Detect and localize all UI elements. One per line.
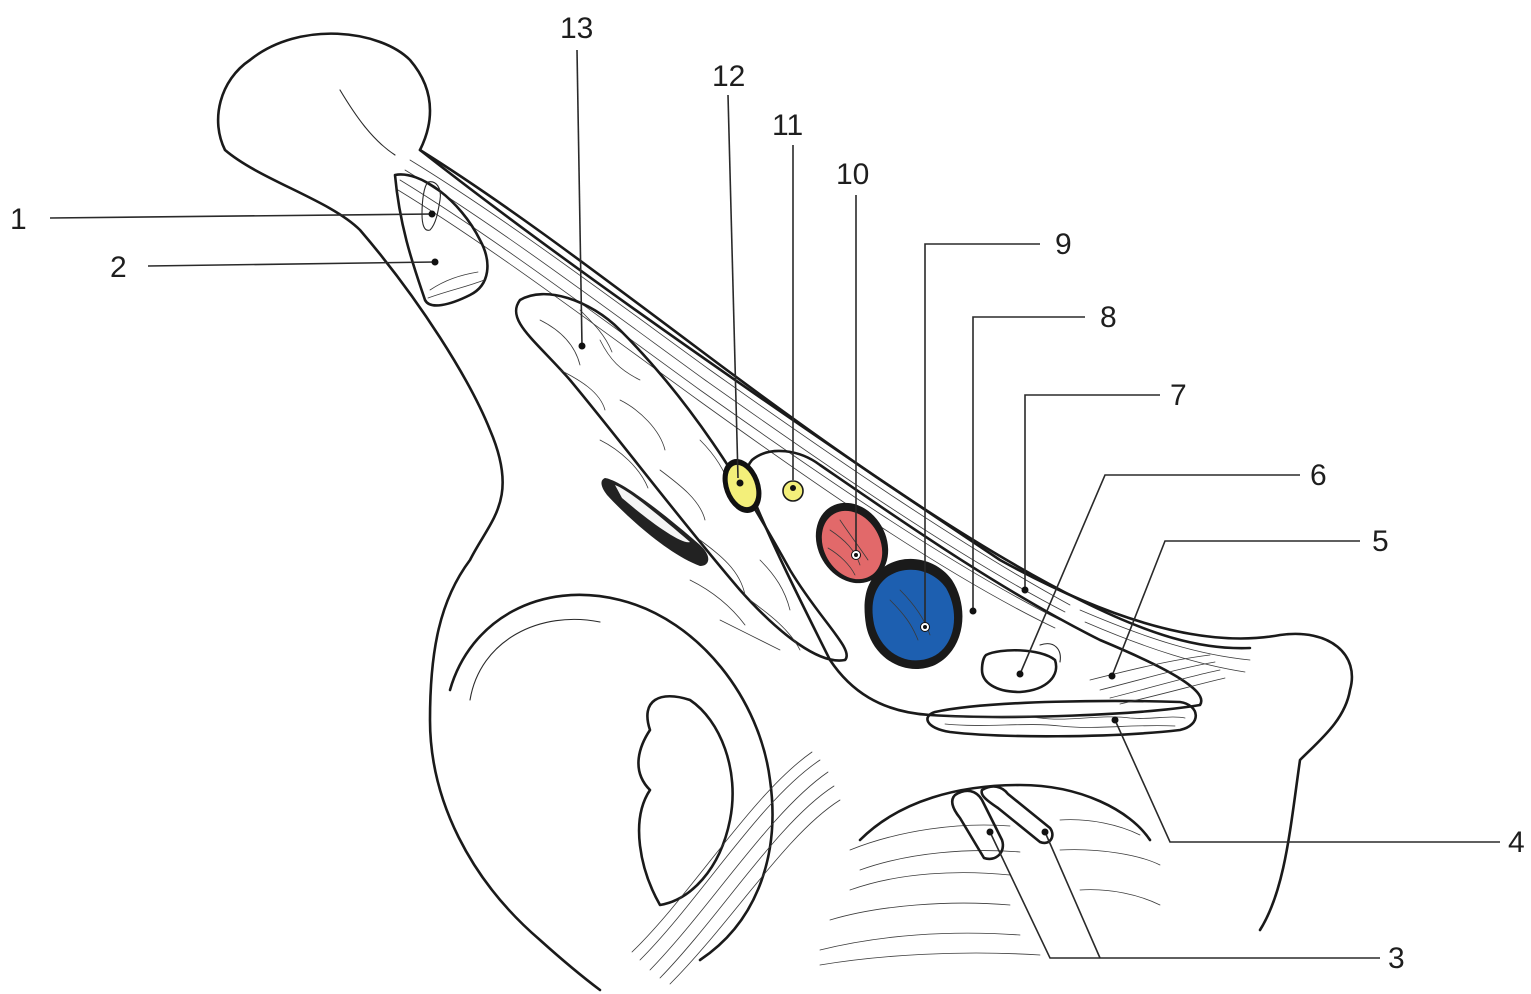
label-10: 10 — [836, 158, 869, 191]
leader-8 — [973, 317, 1085, 611]
leader-4 — [1115, 720, 1500, 842]
dot-icon — [987, 829, 994, 836]
dot-icon — [579, 343, 586, 350]
femoral-vein — [865, 559, 963, 669]
label-6: 6 — [1310, 459, 1327, 492]
label-3: 3 — [1388, 942, 1405, 975]
dot-icon — [432, 259, 439, 266]
label-5: 5 — [1372, 525, 1389, 558]
dot-icon — [854, 553, 858, 557]
dot-icon — [1042, 829, 1049, 836]
upper-nerve-and-muscle — [395, 174, 487, 305]
hip-bone-outline — [218, 34, 1352, 990]
femoral-nerve — [716, 454, 769, 519]
leader-lines — [50, 50, 1500, 958]
leader-3b — [1045, 832, 1100, 958]
leader-2 — [148, 262, 435, 266]
lower-muscle-bundle — [927, 701, 1195, 736]
leader-6 — [1020, 475, 1300, 674]
label-9: 9 — [1055, 228, 1072, 261]
inguinal-ligament — [398, 150, 1250, 672]
lower-inset-region — [820, 785, 1160, 965]
dot-icon — [1022, 587, 1029, 594]
label-8: 8 — [1100, 301, 1117, 334]
leader-3 — [990, 832, 1380, 958]
label-12: 12 — [712, 60, 745, 93]
vascular-lacuna — [747, 451, 1202, 717]
dot-icon — [1112, 717, 1119, 724]
leader-5 — [1112, 541, 1360, 676]
marker-dots — [429, 211, 1119, 836]
dot-icon — [923, 625, 927, 629]
label-1: 1 — [10, 203, 27, 236]
number-labels: 1 2 3 4 5 6 7 8 9 10 11 12 13 — [10, 12, 1525, 975]
label-13: 13 — [560, 12, 593, 45]
leader-7 — [1025, 395, 1160, 590]
label-11: 11 — [772, 109, 803, 142]
leader-1 — [50, 214, 432, 218]
leader-12 — [728, 95, 738, 478]
acetabulum — [450, 595, 840, 984]
label-7: 7 — [1170, 379, 1187, 412]
dot-icon — [429, 211, 436, 218]
lymph-node — [982, 644, 1060, 692]
dot-icon — [1017, 671, 1024, 678]
label-4: 4 — [1508, 826, 1525, 859]
dot-icon — [790, 485, 796, 491]
label-2: 2 — [110, 251, 127, 284]
dot-icon — [1109, 673, 1116, 680]
dot-icon — [737, 480, 744, 487]
dot-icon — [970, 608, 977, 615]
lacunar-ligament — [1090, 655, 1225, 704]
